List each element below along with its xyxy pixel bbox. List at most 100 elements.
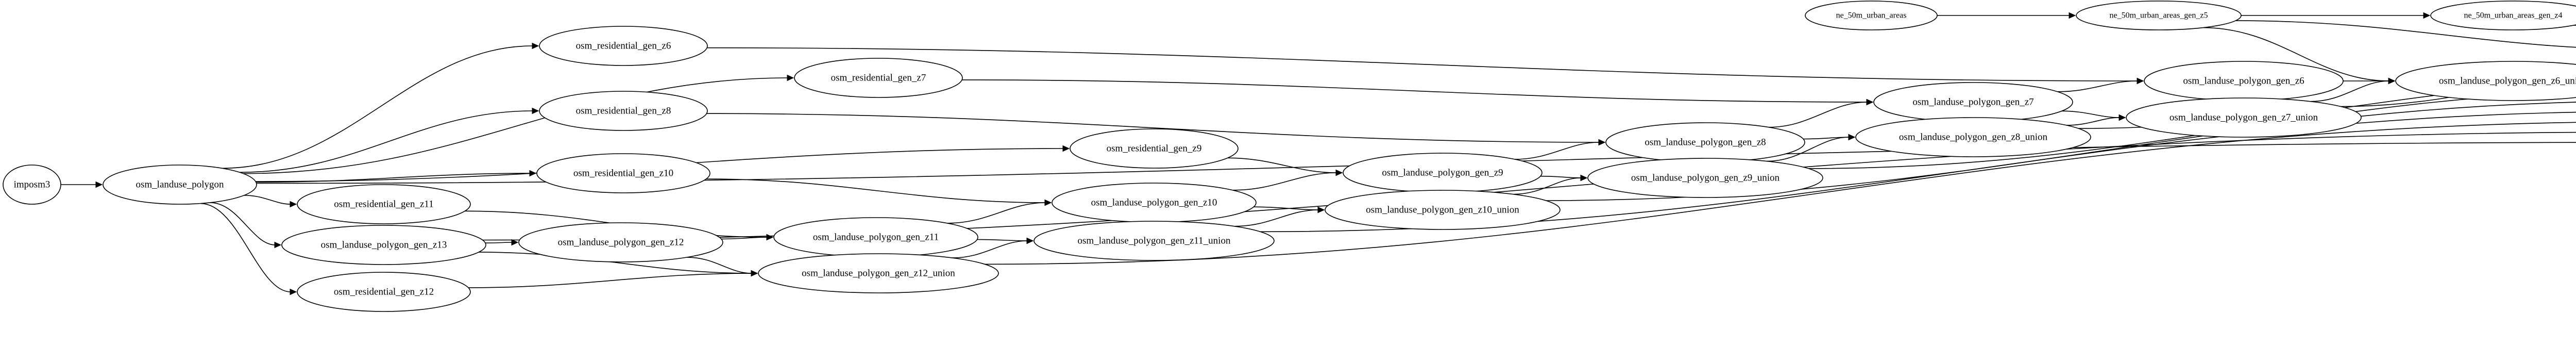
- edge-osm_landuse_polygon_gen_z8_union-to-osm_landuse_polygon_gen_z7_union: [2066, 117, 2120, 126]
- arrowhead-osm_landuse_polygon_gen_z11_union-to-osm_landuse_polygon_gen_z10_union: [1317, 206, 1325, 213]
- arrowhead-osm_landuse_polygon-to-osm_residential_gen_z9: [1062, 145, 1070, 152]
- node-shape-imposm3[interactable]: [3, 164, 61, 205]
- arrowhead-ne_50m_urban_areas_gen_z5-to-ne_50m_urban_areas_gen_z4: [2423, 12, 2431, 19]
- arrowhead-osm_landuse_polygon_gen_z7-to-osm_landuse_polygon_gen_z6: [2137, 77, 2144, 85]
- node-osm_residential_gen_z8[interactable]: osm_residential_gen_z8: [539, 91, 708, 131]
- edge-osm_landuse_polygon-to-osm_residential_gen_z12: [200, 203, 291, 292]
- edge-osm_landuse_polygon_gen_z11-to-osm_landuse_polygon_gen_z10: [947, 202, 1046, 224]
- node-osm_residential_gen_z7[interactable]: osm_residential_gen_z7: [794, 58, 963, 98]
- node-shape-osm_residential_gen_z10[interactable]: [536, 153, 710, 193]
- arrowhead-osm_landuse_polygon_gen_z13-to-osm_landuse_polygon_gen_z12: [511, 239, 519, 246]
- node-shape-osm_residential_gen_z9[interactable]: [1070, 128, 1239, 169]
- node-osm_landuse_polygon_gen_z13[interactable]: osm_landuse_polygon_gen_z13: [281, 225, 486, 265]
- node-shape-ne_50m_urban_areas[interactable]: [1805, 1, 1938, 30]
- edge-osm_landuse_polygon_gen_z12-to-osm_landuse_polygon_gen_z12_union: [687, 257, 752, 274]
- node-osm_landuse_polygon_gen_z8[interactable]: osm_landuse_polygon_gen_z8: [1605, 122, 1805, 162]
- edge-osm_landuse_polygon-to-osm_residential_gen_z10: [256, 173, 531, 183]
- arrowhead-osm_landuse_polygon_gen_z12_union-to-osm_landuse_polygon_gen_z11_union: [1026, 237, 1034, 244]
- node-osm_landuse_polygon_gen_z10[interactable]: osm_landuse_polygon_gen_z10: [1052, 183, 1257, 223]
- node-label-osm_landuse_polygon_gen_z6: osm_landuse_polygon_gen_z6: [2183, 75, 2304, 86]
- node-label-osm_residential_gen_z10: osm_residential_gen_z10: [573, 168, 673, 178]
- edge-osm_residential_gen_z9-to-osm_landuse_polygon_gen_z9: [1227, 157, 1337, 173]
- node-shape-osm_residential_gen_z12[interactable]: [297, 272, 471, 312]
- node-osm_landuse_polygon_gen_z12[interactable]: osm_landuse_polygon_gen_z12: [518, 222, 723, 262]
- node-osm_landuse_polygon_gen_z12_union[interactable]: osm_landuse_polygon_gen_z12_union: [758, 253, 999, 293]
- arrowhead-osm_landuse_polygon_gen_z8-to-osm_landuse_polygon_gen_z7: [1866, 98, 1874, 106]
- node-osm_landuse_polygon_gen_z11[interactable]: osm_landuse_polygon_gen_z11: [773, 217, 978, 257]
- arrowhead-osm_landuse_polygon-to-osm_residential_gen_z12: [290, 288, 297, 295]
- node-label-osm_residential_gen_z9: osm_residential_gen_z9: [1107, 143, 1202, 154]
- node-shape-osm_landuse_polygon_gen_z7_union[interactable]: [2126, 97, 2362, 138]
- node-label-osm_residential_gen_z12: osm_residential_gen_z12: [334, 286, 434, 297]
- node-shape-osm_landuse_polygon_gen_z10_union[interactable]: [1325, 190, 1561, 230]
- node-label-osm_landuse_polygon_gen_z8: osm_landuse_polygon_gen_z8: [1645, 137, 1766, 147]
- node-shape-ne_50m_urban_areas_gen_z5[interactable]: [2076, 1, 2242, 30]
- arrowhead-osm_landuse_polygon_gen_z11-to-osm_landuse_polygon_gen_z10: [1044, 199, 1052, 206]
- node-label-osm_landuse_polygon_gen_z12_union: osm_landuse_polygon_gen_z12_union: [802, 268, 955, 278]
- edge-osm_landuse_polygon-to-osm_landuse_polygon_gen_z13: [210, 202, 276, 245]
- node-osm_residential_gen_z6[interactable]: osm_residential_gen_z6: [539, 26, 708, 66]
- node-label-osm_landuse_polygon_gen_z9: osm_landuse_polygon_gen_z9: [1382, 167, 1503, 178]
- node-shape-osm_landuse_polygon_gen_z8_union[interactable]: [1855, 117, 2091, 157]
- node-label-osm_landuse_polygon_gen_z13: osm_landuse_polygon_gen_z13: [321, 239, 447, 250]
- edge-osm_landuse_polygon-to-osm_residential_gen_z6: [222, 45, 533, 169]
- node-shape-osm_residential_gen_z7[interactable]: [794, 58, 963, 98]
- edge-osm_landuse_polygon_gen_z7-to-osm_landuse_polygon_gen_z7_union: [2061, 110, 2120, 118]
- node-osm_residential_gen_z11[interactable]: osm_residential_gen_z11: [297, 184, 471, 224]
- node-osm_landuse_polygon[interactable]: osm_landuse_polygon: [103, 164, 257, 205]
- arrowhead-ne_50m_urban_areas_gen_z5-to-osm_landuse_polygon_gen_z6_union: [2388, 77, 2396, 85]
- arrowhead-osm_landuse_polygon_gen_z12-to-osm_landuse_polygon_gen_z12_union: [751, 270, 758, 277]
- node-osm_landuse_polygon_gen_z7[interactable]: osm_landuse_polygon_gen_z7: [1873, 82, 2073, 122]
- node-ne_50m_urban_areas_gen_z5[interactable]: ne_50m_urban_areas_gen_z5: [2076, 1, 2242, 30]
- node-shape-osm_landuse_polygon_gen_z12_union[interactable]: [758, 253, 999, 293]
- node-osm_landuse_polygon_gen_z11_union[interactable]: osm_landuse_polygon_gen_z11_union: [1033, 221, 1275, 261]
- node-osm_landuse_polygon_gen_z7_union[interactable]: osm_landuse_polygon_gen_z7_union: [2126, 97, 2362, 138]
- node-label-ne_50m_urban_areas_gen_z5: ne_50m_urban_areas_gen_z5: [2109, 11, 2208, 20]
- edge-osm_landuse_polygon_gen_z10_union-to-osm_landuse_polygon_gen_z9_union: [1513, 177, 1582, 195]
- edge-osm_landuse_polygon_gen_z10-to-osm_landuse_polygon_gen_z9: [1232, 172, 1337, 191]
- node-osm_landuse_polygon_gen_z6_union[interactable]: osm_landuse_polygon_gen_z6_union: [2395, 61, 2576, 101]
- node-ne_50m_urban_areas[interactable]: ne_50m_urban_areas: [1805, 1, 1938, 30]
- arrowhead-osm_landuse_polygon-to-osm_landuse_polygon_gen_z13: [274, 241, 282, 249]
- arrowhead-osm_landuse_polygon-to-osm_residential_gen_z6: [532, 42, 539, 50]
- edge-osm_landuse_polygon_gen_z9-to-osm_landuse_polygon_gen_z8: [1515, 142, 1600, 160]
- node-shape-osm_landuse_polygon_gen_z12[interactable]: [518, 222, 723, 262]
- node-label-osm_landuse_polygon_gen_z12: osm_landuse_polygon_gen_z12: [558, 237, 684, 248]
- node-shape-osm_residential_gen_z11[interactable]: [297, 184, 471, 224]
- node-shape-osm_landuse_polygon_gen_z6_union[interactable]: [2395, 61, 2576, 101]
- edge-osm_landuse_polygon_gen_z12-to-osm_landuse_polygon_gen_z11: [721, 237, 768, 240]
- edge-osm_residential_gen_z6-to-osm_landuse_polygon_gen_z6: [707, 47, 2138, 81]
- arrowhead-osm_landuse_polygon_gen_z8_union-to-osm_landuse_polygon_gen_z7_union: [2119, 114, 2126, 121]
- node-shape-osm_residential_gen_z8[interactable]: [539, 91, 708, 131]
- node-osm_landuse_polygon_gen_z9[interactable]: osm_landuse_polygon_gen_z9: [1343, 153, 1543, 193]
- arrowhead-osm_landuse_polygon_gen_z9_union-to-osm_landuse_polygon_gen_z8_union: [1848, 134, 1856, 141]
- node-shape-osm_residential_gen_z6[interactable]: [539, 26, 708, 66]
- edge-osm_landuse_polygon_gen_z12_union-to-layer_landuse.z12: [985, 122, 2576, 265]
- node-label-osm_landuse_polygon_gen_z6_union: osm_landuse_polygon_gen_z6_union: [2439, 75, 2576, 86]
- node-imposm3[interactable]: imposm3: [3, 164, 61, 205]
- node-osm_landuse_polygon_gen_z9_union[interactable]: osm_landuse_polygon_gen_z9_union: [1587, 158, 1823, 198]
- node-ne_50m_urban_areas_gen_z4[interactable]: ne_50m_urban_areas_gen_z4: [2430, 1, 2576, 30]
- node-osm_landuse_polygon_gen_z10_union[interactable]: osm_landuse_polygon_gen_z10_union: [1325, 190, 1561, 230]
- node-shape-ne_50m_urban_areas_gen_z4[interactable]: [2430, 1, 2576, 30]
- node-osm_landuse_polygon_gen_z6[interactable]: osm_landuse_polygon_gen_z6: [2144, 61, 2344, 101]
- node-osm_landuse_polygon_gen_z8_union[interactable]: osm_landuse_polygon_gen_z8_union: [1855, 117, 2091, 157]
- node-label-osm_residential_gen_z6: osm_residential_gen_z6: [576, 40, 671, 51]
- node-label-osm_landuse_polygon_gen_z10_union: osm_landuse_polygon_gen_z10_union: [1366, 204, 1519, 215]
- node-osm_residential_gen_z9[interactable]: osm_residential_gen_z9: [1070, 128, 1239, 169]
- arrowhead-osm_landuse_polygon-to-osm_residential_gen_z7: [787, 74, 794, 81]
- node-label-osm_landuse_polygon_gen_z11_union: osm_landuse_polygon_gen_z11_union: [1078, 235, 1231, 246]
- node-label-osm_residential_gen_z8: osm_residential_gen_z8: [576, 105, 671, 116]
- node-label-osm_landuse_polygon_gen_z9_union: osm_landuse_polygon_gen_z9_union: [1631, 172, 1780, 183]
- arrowhead-osm_landuse_polygon_gen_z9-to-osm_landuse_polygon_gen_z8: [1598, 139, 1606, 146]
- node-shape-osm_landuse_polygon_gen_z13[interactable]: [281, 225, 486, 265]
- node-shape-osm_landuse_polygon_gen_z9_union[interactable]: [1587, 158, 1823, 198]
- edge-osm_landuse_polygon_gen_z11-to-osm_landuse_polygon_gen_z11_union: [977, 239, 1028, 241]
- edge-osm_landuse_polygon_gen_z9_union-to-osm_landuse_polygon_gen_z8_union: [1767, 137, 1850, 162]
- node-osm_residential_gen_z12[interactable]: osm_residential_gen_z12: [297, 272, 471, 312]
- node-osm_residential_gen_z10[interactable]: osm_residential_gen_z10: [536, 153, 710, 193]
- node-shape-osm_landuse_polygon[interactable]: [103, 164, 257, 205]
- node-shape-osm_landuse_polygon_gen_z11_union[interactable]: [1033, 221, 1275, 261]
